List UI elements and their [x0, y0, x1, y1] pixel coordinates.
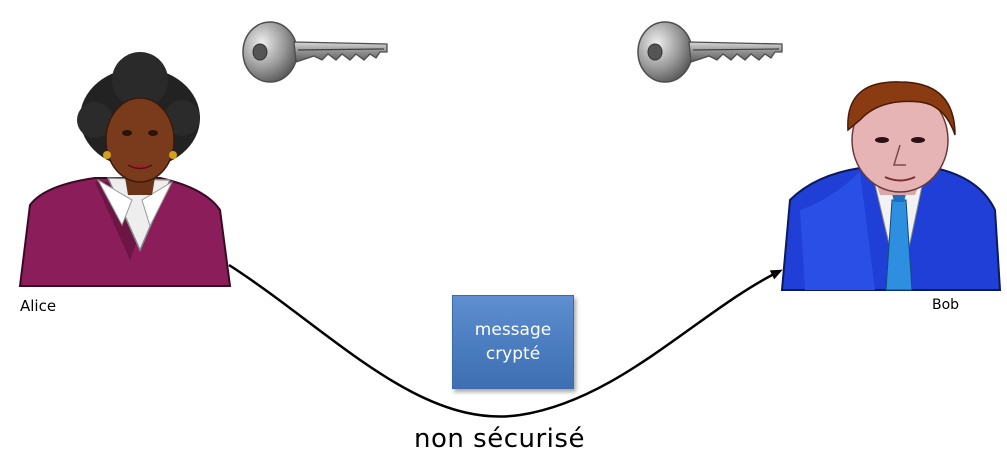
- message-line-2: crypté: [485, 344, 541, 364]
- alice-key-icon: [242, 21, 388, 83]
- channel-label: non sécurisé: [414, 424, 585, 454]
- bob-avatar: [780, 81, 1002, 291]
- alice-avatar: [18, 52, 232, 287]
- message-line-1: message: [474, 320, 552, 340]
- encrypted-message-box: message crypté: [452, 295, 574, 389]
- alice-label: Alice: [20, 297, 57, 315]
- bob-key-icon: [637, 21, 783, 83]
- bob-label: Bob: [932, 297, 960, 313]
- channel-arrow: [228, 263, 783, 418]
